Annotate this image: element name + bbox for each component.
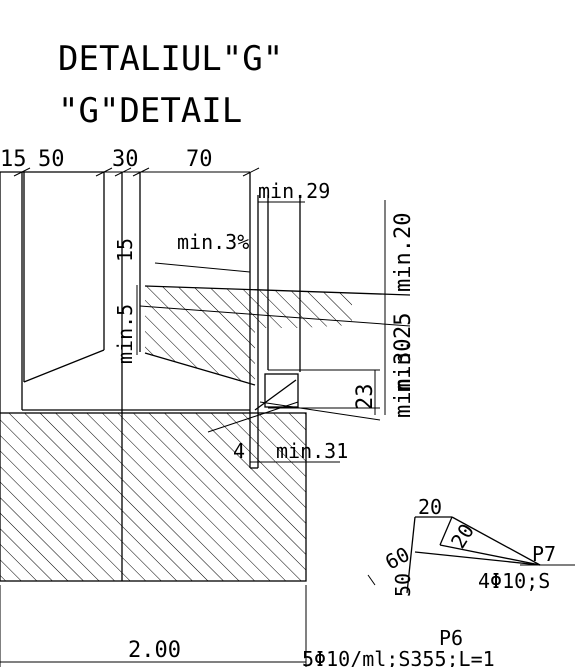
dim-min5: min.5 [113, 304, 137, 364]
rebar-p7-arm-b [414, 551, 541, 566]
dim-30: 30 [112, 147, 139, 172]
dim-70: 70 [186, 147, 213, 172]
dim-tick-1 [13, 167, 31, 177]
rebar-p7-spec: 4Φ10;S [478, 569, 550, 593]
joint-diag-a [254, 379, 297, 411]
title-en: "G"DETAIL [58, 91, 242, 131]
dim-tick-3 [114, 167, 132, 177]
joint-diag-b [207, 401, 299, 433]
title-ro: DETALIUL"G" [58, 39, 283, 79]
dim-tick-4 [132, 167, 150, 177]
dim-tick-5 [242, 167, 260, 177]
dim-15-left: 15 [0, 147, 27, 172]
left-web-sloped [23, 349, 105, 383]
rebar-20-top: 20 [418, 495, 442, 519]
dim-min31: min.31 [276, 439, 348, 463]
slope-wedge-outline [144, 285, 411, 296]
rebar-p6-spec: 5Φ10/ml;S355;L=1 [302, 647, 495, 667]
dim-4: 4 [233, 439, 245, 463]
slope-line [154, 262, 251, 273]
rebar-50: 50 [391, 573, 415, 597]
rebar-p7-label: P7 [532, 542, 556, 566]
dim-tick-2 [95, 167, 113, 177]
rebar-60: 60 [381, 542, 414, 575]
dim-15-vertical: 15 [113, 238, 137, 262]
dim-width-total: 2.00 [128, 638, 181, 663]
dim-50: 50 [38, 147, 65, 172]
slope-lower-line [139, 305, 411, 327]
dim-23: 23 [353, 384, 378, 411]
dim-min29: min.29 [258, 179, 330, 203]
main-slab-outline [0, 412, 307, 582]
dim-slope: min.3% [177, 230, 249, 254]
main-slab-hatch [0, 413, 306, 581]
dim-min20: min.20 [391, 213, 416, 292]
slope-wedge-bottom [144, 352, 256, 386]
rebar-p7-arm-a [451, 516, 541, 566]
rebar-p7-left [406, 516, 416, 594]
rebar-60-hook [367, 574, 376, 586]
rebar-p7-arm-d [439, 516, 453, 546]
rebar-p7-arm-c [439, 544, 541, 566]
dim-min30: min.30 [391, 339, 416, 418]
rebar-p6-label: P6 [439, 626, 463, 650]
dim-min25: min.25 [391, 313, 416, 392]
joint-diag-c [259, 401, 381, 421]
